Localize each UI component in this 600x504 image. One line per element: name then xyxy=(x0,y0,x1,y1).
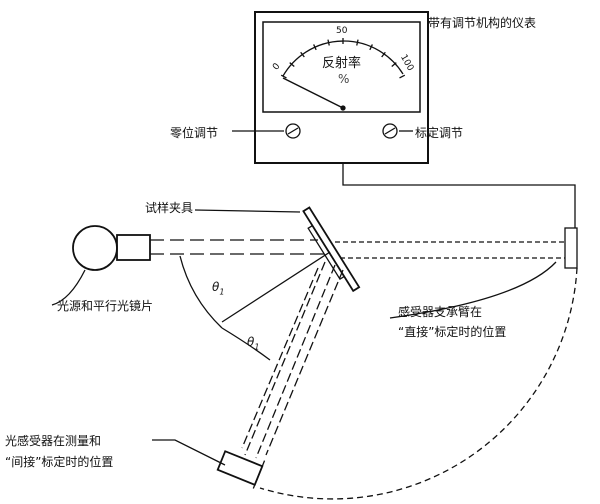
dial-tick xyxy=(300,51,305,58)
receiver-label-1: 光感受器在测量和 xyxy=(5,434,102,448)
calibrate-knob xyxy=(382,123,398,139)
meter xyxy=(232,11,429,164)
incident-beam xyxy=(150,239,325,255)
zero-adjust-knob xyxy=(285,123,301,139)
reflected-beam xyxy=(241,261,344,459)
receiver-label-2: “间接”标定时的位置 xyxy=(5,455,114,469)
dial-tick xyxy=(289,62,295,68)
arm-label-1: 感受器支承臂在 xyxy=(398,305,483,319)
dial-tick xyxy=(369,44,373,51)
calibrate-adjust-label: 标定调节 xyxy=(415,126,464,140)
sample-holder-label: 试样夹具 xyxy=(145,201,194,215)
light-source-label: 光源和平行光镜片 xyxy=(57,299,154,313)
arm-arc xyxy=(259,267,578,500)
scale-50: 50 xyxy=(336,26,348,36)
needle xyxy=(282,77,344,109)
theta-1-lower: θ1 xyxy=(247,335,260,352)
dial-label: 反射率 xyxy=(322,56,362,71)
arm-label-2: “直接”标定时的位置 xyxy=(398,325,507,339)
dial-tick xyxy=(327,39,330,46)
dial-tick xyxy=(280,74,287,79)
light-source-icon xyxy=(72,225,151,271)
zero-adjust-label: 零位调节 xyxy=(170,126,219,140)
meter-title: 带有调节机构的仪表 xyxy=(428,16,537,30)
dial-tick xyxy=(391,62,397,68)
direct-path xyxy=(335,241,565,259)
dial-unit: % xyxy=(338,72,350,86)
normal-line xyxy=(221,251,331,323)
dial-tick xyxy=(399,74,406,79)
cable xyxy=(342,163,576,228)
dial-tick xyxy=(313,44,317,51)
theta-1-upper: θ1 xyxy=(212,280,225,297)
dial-tick xyxy=(356,39,359,46)
direct-receiver xyxy=(564,227,578,269)
sample-holder xyxy=(302,206,361,293)
angle-arc xyxy=(179,255,223,329)
indirect-receiver xyxy=(216,450,266,489)
dial-tick xyxy=(381,51,386,58)
